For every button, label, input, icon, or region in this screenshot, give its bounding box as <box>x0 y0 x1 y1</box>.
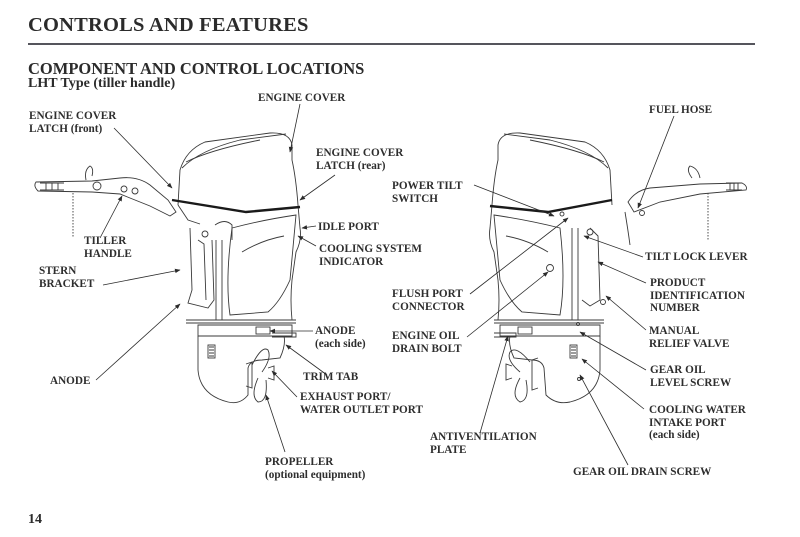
label-fuel-hose: FUEL HOSE <box>649 104 713 116</box>
label-propeller: PROPELLER(optional equipment) <box>265 456 366 481</box>
label-anode-each-side: ANODE(each side) <box>315 325 366 350</box>
label-engine-cover: ENGINE COVER <box>258 92 346 104</box>
left-motor-drawing <box>34 132 301 404</box>
label-trim-tab: TRIM TAB <box>303 371 359 383</box>
page-number: 14 <box>28 512 42 527</box>
label-idle-port: IDLE PORT <box>318 221 379 233</box>
label-gear-oil-drain-screw: GEAR OIL DRAIN SCREW <box>573 466 712 478</box>
leader-lines <box>95 103 675 466</box>
label-tilt-lock-lever: TILT LOCK LEVER <box>645 251 748 263</box>
section-title: CONTROLS AND FEATURES <box>28 14 309 36</box>
right-motor-drawing <box>489 132 747 404</box>
label-exhaust-water-outlet-port: EXHAUST PORT/WATER OUTLET PORT <box>300 391 423 416</box>
page-subheading: LHT Type (tiller handle) <box>28 76 176 91</box>
header-rule <box>28 43 755 45</box>
label-anode: ANODE <box>50 375 91 387</box>
page-heading: COMPONENT AND CONTROL LOCATIONS <box>28 59 365 78</box>
